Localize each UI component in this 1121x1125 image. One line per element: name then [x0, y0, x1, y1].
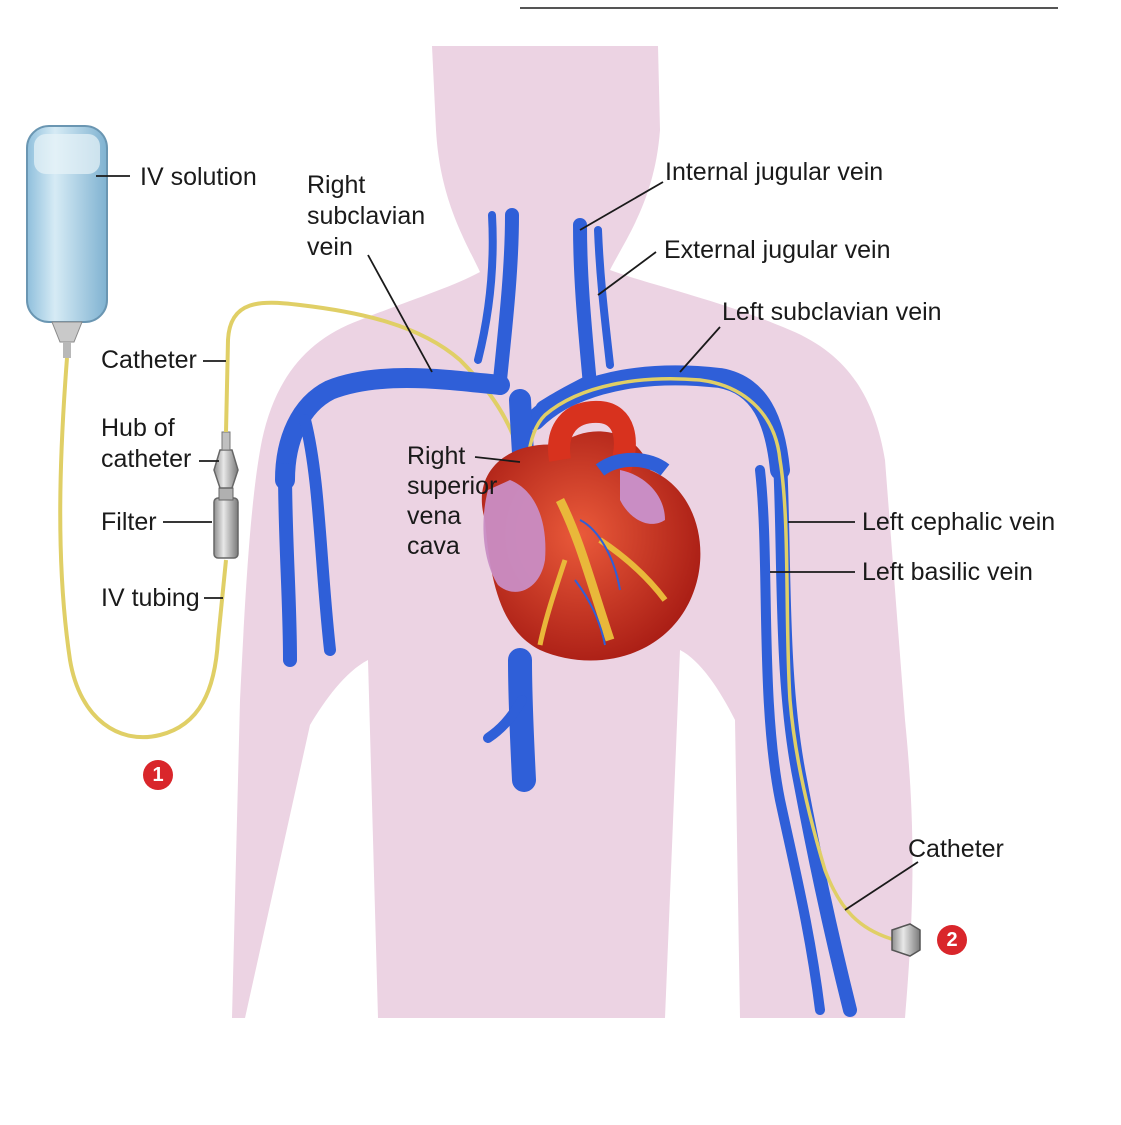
label-catheter-left: Catheter [101, 345, 197, 376]
label-line: vena [407, 501, 497, 531]
label-line: superior [407, 471, 497, 501]
marker-2: 2 [937, 925, 967, 955]
label-line: Right [307, 170, 425, 201]
label-left-basilic-vein: Left basilic vein [862, 557, 1033, 588]
filter-device [214, 488, 238, 558]
label-catheter-right: Catheter [908, 834, 1004, 865]
label-filter: Filter [101, 507, 157, 538]
label-line: Hub of [101, 413, 191, 444]
label-external-jugular-vein: External jugular vein [664, 235, 891, 266]
marker-1: 1 [143, 760, 173, 790]
iv-bag [27, 126, 107, 358]
label-line: cava [407, 531, 497, 561]
label-line: catheter [101, 444, 191, 475]
catheter-hub [214, 432, 238, 488]
label-left-subclavian-vein: Left subclavian vein [722, 297, 942, 328]
label-iv-tubing: IV tubing [101, 583, 200, 614]
label-right-superior-vena-cava: Right superior vena cava [407, 441, 497, 561]
label-hub-of-catheter: Hub of catheter [101, 413, 191, 475]
catheter-hub-arm [892, 924, 920, 956]
label-line: Right [407, 441, 497, 471]
label-iv-solution: IV solution [140, 162, 257, 193]
label-right-subclavian-vein: Right subclavian vein [307, 170, 425, 263]
label-line: vein [307, 232, 425, 263]
label-line: subclavian [307, 201, 425, 232]
label-left-cephalic-vein: Left cephalic vein [862, 507, 1055, 538]
label-internal-jugular-vein: Internal jugular vein [665, 157, 883, 188]
